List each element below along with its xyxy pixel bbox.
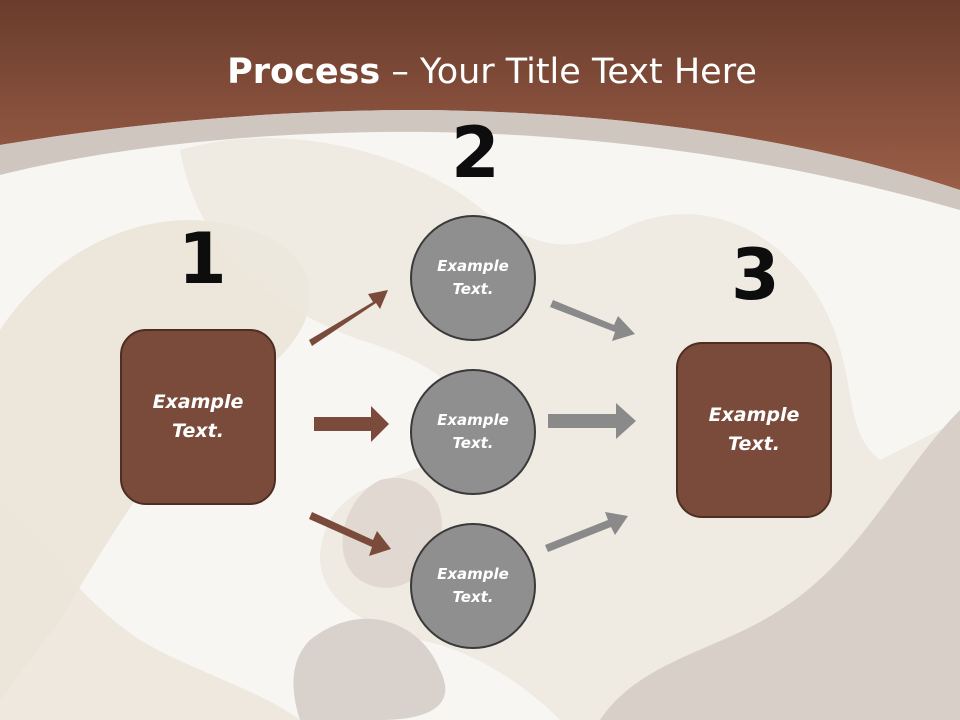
splash-shape: [0, 500, 300, 720]
arrow-top-to-right: [550, 300, 635, 341]
box-text-line: Text.: [728, 433, 780, 455]
title-rest: – Your Title Text Here: [380, 52, 757, 92]
box-text-line: Text.: [172, 420, 224, 442]
step-number-3: 3: [731, 234, 780, 316]
circle-text-line: Text.: [452, 434, 494, 452]
circle-text-line: Text.: [452, 280, 494, 298]
arrow-middle-to-right: [548, 403, 636, 439]
slide-title: Process – Your Title Text Here: [0, 52, 960, 92]
circle-text-line: Example: [437, 411, 509, 429]
box-text-line: Example: [152, 391, 244, 413]
splash-shape: [293, 618, 446, 720]
arrow-left-to-top: [309, 290, 388, 346]
arrow-left-to-middle: [314, 406, 389, 442]
title-bold: Process: [227, 52, 381, 92]
header-band: [0, 0, 960, 190]
arrow-left-to-bottom: [309, 512, 391, 556]
splash-shape: [600, 410, 960, 720]
step-number-1: 1: [178, 218, 227, 300]
step-number-2: 2: [451, 112, 500, 194]
circle-text-line: Text.: [452, 588, 494, 606]
circle-text-line: Example: [437, 257, 509, 275]
circle-text-line: Example: [437, 565, 509, 583]
box-text-line: Example: [708, 404, 800, 426]
header-swoosh: [0, 110, 960, 210]
arrow-bottom-to-right: [545, 512, 628, 552]
